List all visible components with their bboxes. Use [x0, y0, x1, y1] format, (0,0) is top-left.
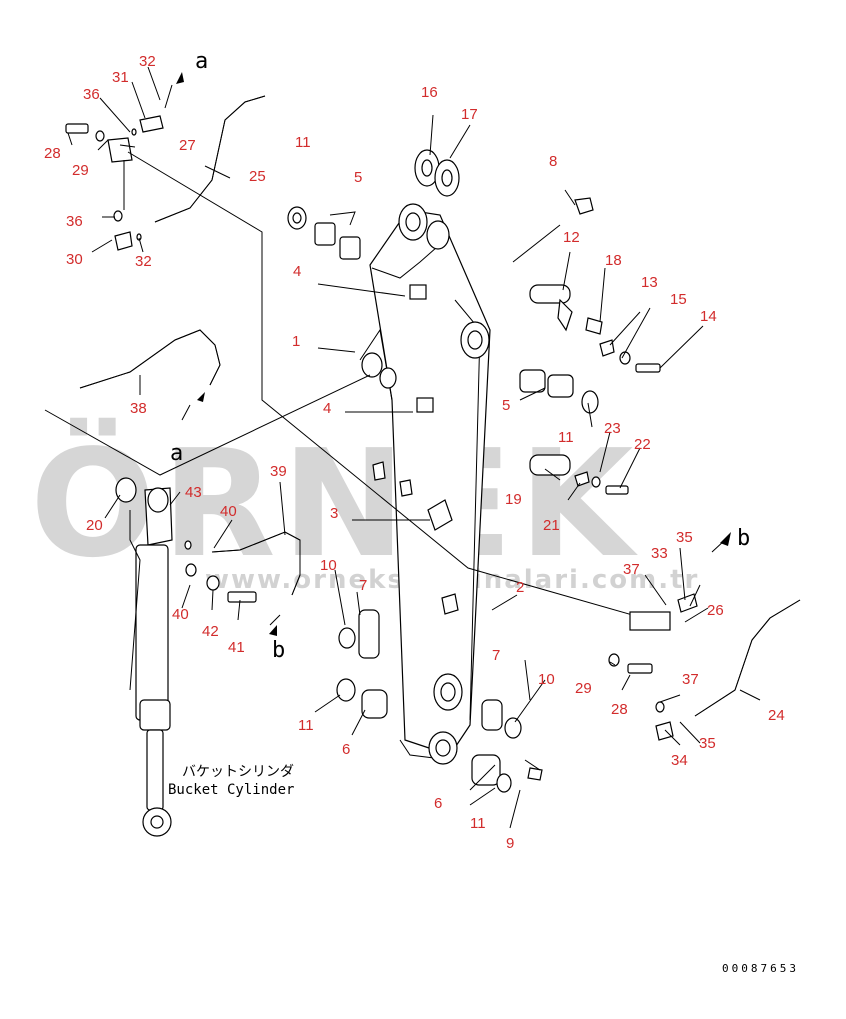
callout-6-left: 6	[342, 741, 350, 758]
callout-24: 24	[768, 707, 785, 724]
callout-33: 33	[651, 545, 668, 562]
ref-b-left: b	[272, 638, 285, 663]
bucket-cylinder-caption: バケットシリンダ Bucket Cylinder	[168, 764, 294, 798]
callout-16: 16	[421, 84, 438, 101]
callout-37-lower: 37	[682, 671, 699, 688]
callout-31: 31	[112, 69, 129, 86]
callout-5-lower: 5	[502, 397, 510, 414]
caption-english: Bucket Cylinder	[168, 782, 294, 798]
ref-a-top: a	[195, 49, 208, 74]
callout-34: 34	[671, 752, 688, 769]
callout-7-left: 7	[359, 577, 367, 594]
callout-15: 15	[670, 291, 687, 308]
small-parts	[115, 149, 661, 793]
callout-10-left: 10	[320, 557, 337, 574]
callout-35-lower: 35	[699, 735, 716, 752]
callout-30: 30	[66, 251, 83, 268]
leader-lines	[67, 66, 761, 829]
callout-11-bottom-right: 11	[470, 815, 486, 832]
callout-1: 1	[292, 333, 300, 350]
callout-11-mid: 11	[558, 429, 574, 446]
callout-37-upper: 37	[623, 561, 640, 578]
callout-38: 38	[130, 400, 147, 417]
callout-39: 39	[270, 463, 287, 480]
callout-28-lower: 28	[611, 701, 628, 718]
reference-markers: a a b b	[170, 49, 750, 663]
upper-bracket-assembly	[65, 115, 651, 621]
callout-32-lower: 32	[135, 253, 152, 270]
callout-22: 22	[634, 436, 651, 453]
callout-42: 42	[202, 623, 219, 640]
arm-body	[359, 203, 491, 765]
callout-43: 43	[185, 484, 202, 501]
arrow-icon	[720, 532, 731, 546]
callout-9: 9	[506, 835, 514, 852]
callout-26: 26	[707, 602, 724, 619]
arrow-icon	[197, 392, 205, 402]
callout-27: 27	[179, 137, 196, 154]
callout-20: 20	[86, 517, 103, 534]
callout-labels: 1 2 3 4 4 5 5 6 6 7 7 8 9 10 10 11 11 11…	[44, 53, 785, 852]
callout-10-right: 10	[538, 671, 555, 688]
arrow-icon	[176, 72, 184, 84]
callout-4-lower: 4	[323, 400, 331, 417]
callout-17: 17	[461, 106, 478, 123]
callout-41: 41	[228, 639, 245, 656]
callout-25: 25	[249, 168, 266, 185]
watermark-brand: ÖRNEK	[30, 417, 639, 590]
caption-japanese: バケットシリンダ	[182, 764, 294, 780]
callout-35-upper: 35	[676, 529, 693, 546]
callout-40-upper: 40	[220, 503, 237, 520]
callout-36-upper: 36	[83, 86, 100, 103]
ref-b-right: b	[737, 526, 750, 551]
callout-21: 21	[543, 517, 560, 534]
callout-3: 3	[330, 505, 338, 522]
callout-13: 13	[641, 274, 658, 291]
callout-14: 14	[700, 308, 717, 325]
callout-19: 19	[505, 491, 522, 508]
watermark: ÖRNEK www.orneksmakinalari.com.tr	[30, 417, 697, 595]
callout-40-lower: 40	[172, 606, 189, 623]
arrow-icon	[269, 625, 277, 636]
callout-29-lower: 29	[575, 680, 592, 697]
callout-8: 8	[549, 153, 557, 170]
callout-2: 2	[516, 579, 524, 596]
drawing-code: 00087653	[722, 962, 799, 975]
callout-18: 18	[605, 252, 622, 269]
callout-32-upper: 32	[139, 53, 156, 70]
callout-28-upper: 28	[44, 145, 61, 162]
callout-11-top: 11	[295, 134, 311, 151]
callout-12: 12	[563, 229, 580, 246]
callout-11-bottom-left: 11	[298, 717, 314, 734]
callout-5-upper: 5	[354, 169, 362, 186]
callout-7-right: 7	[492, 647, 500, 664]
callout-4-upper: 4	[293, 263, 301, 280]
bucket-cylinder	[44, 374, 371, 837]
callout-23: 23	[604, 420, 621, 437]
callout-6-right: 6	[434, 795, 442, 812]
ref-a-left: a	[170, 441, 183, 466]
hoses	[79, 95, 801, 741]
callout-36-lower: 36	[66, 213, 83, 230]
callout-29-upper: 29	[72, 162, 89, 179]
